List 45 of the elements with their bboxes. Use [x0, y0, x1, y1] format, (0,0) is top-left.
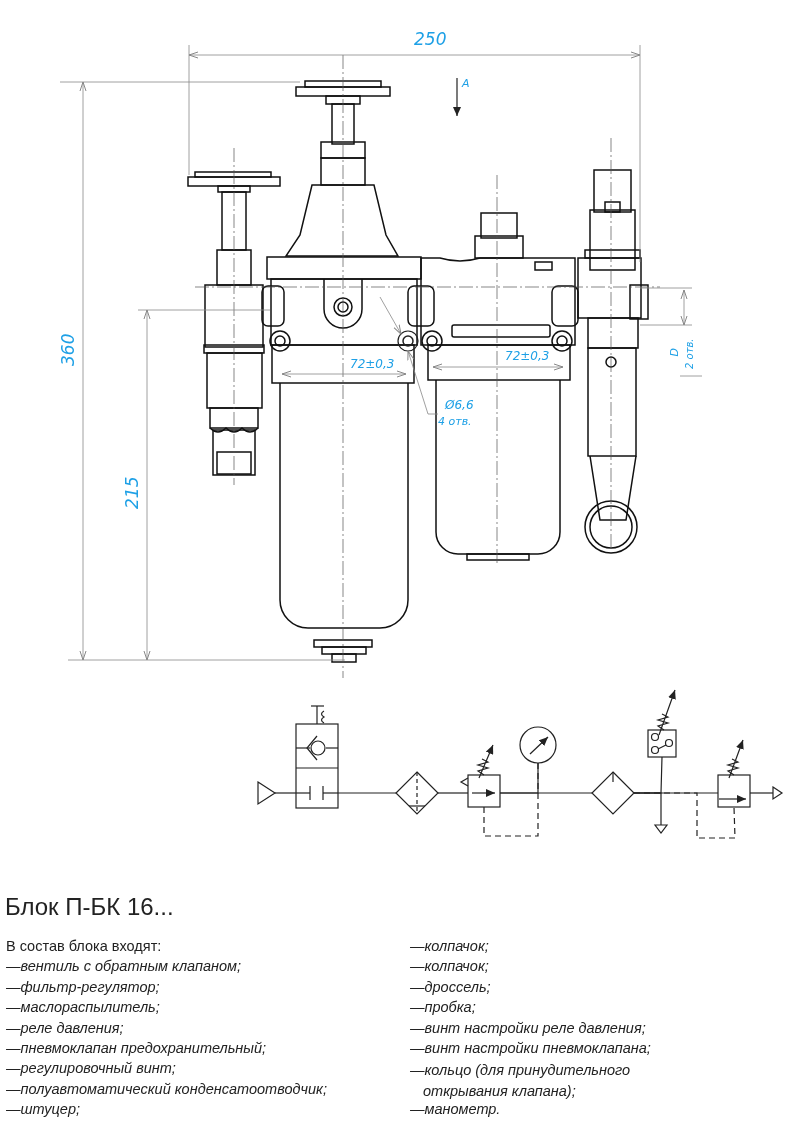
- pipe-line: [274, 792, 297, 794]
- list-heading: В состав блока входят:: [6, 938, 162, 955]
- dimension-value: 250: [414, 30, 447, 50]
- pipe-line: [337, 792, 397, 794]
- list-item: —вентиль с обратным клапаном;: [6, 958, 242, 976]
- list-item: —кольцо (для принудительного открывания клапана);: [410, 1061, 632, 1101]
- note-text: 2 отв.: [683, 338, 696, 370]
- outlet-symbol: [772, 785, 784, 801]
- dimension-value: 360: [59, 333, 79, 366]
- dimension-value: 72±0,3: [350, 358, 395, 372]
- list-item: —винт настройки реле давления;: [410, 1019, 646, 1037]
- pilot-line: [483, 762, 539, 837]
- mounting-hole: [397, 330, 419, 352]
- list-item: —дроссель;: [410, 978, 491, 996]
- note-text: 4 отв.: [438, 413, 472, 430]
- list-item: —колпачок;: [410, 958, 489, 976]
- view-letter: A: [462, 78, 470, 91]
- inlet-symbol: [257, 780, 277, 806]
- lubricator-symbol: [591, 771, 635, 815]
- list-item: —реле давления;: [6, 1019, 124, 1037]
- title: Блок П-БК 16...: [5, 893, 174, 921]
- pressure-gauge-symbol: [519, 726, 557, 764]
- list-item: —маслораспылитель;: [6, 999, 160, 1016]
- relief-valve-symbol: [717, 739, 751, 808]
- shutoff-valve-symbol: [295, 705, 339, 809]
- pipe-line: [437, 792, 469, 794]
- dimension-value: 215: [123, 476, 143, 509]
- list-item: —винт настройки пневмоклапана;: [410, 1040, 651, 1057]
- regulator-symbol: [459, 744, 501, 808]
- list-item: —фильтр-регулятор;: [6, 978, 160, 996]
- dimension-value: Ø6,6: [444, 397, 474, 414]
- list-item: —регулировочный винт;: [6, 1060, 176, 1078]
- list-item: —штуцер;: [6, 1101, 80, 1118]
- list-item: —полуавтоматический конденсатоотводчик;: [6, 1080, 327, 1098]
- list-item: —пневмоклапан предохранительный;: [6, 1040, 267, 1057]
- pipe-line: [749, 792, 774, 794]
- dimension-value: D: [668, 348, 682, 357]
- pilot-line: [633, 792, 736, 839]
- list-item: —колпачок;: [410, 938, 489, 955]
- pressure-switch-symbol: [647, 689, 677, 758]
- list-item: —манометр.: [410, 1101, 501, 1118]
- dimension-value: 72±0,3: [505, 350, 550, 364]
- exhaust-symbol: [653, 824, 669, 834]
- filter-symbol: [395, 771, 439, 815]
- list-item: —пробка;: [410, 999, 476, 1016]
